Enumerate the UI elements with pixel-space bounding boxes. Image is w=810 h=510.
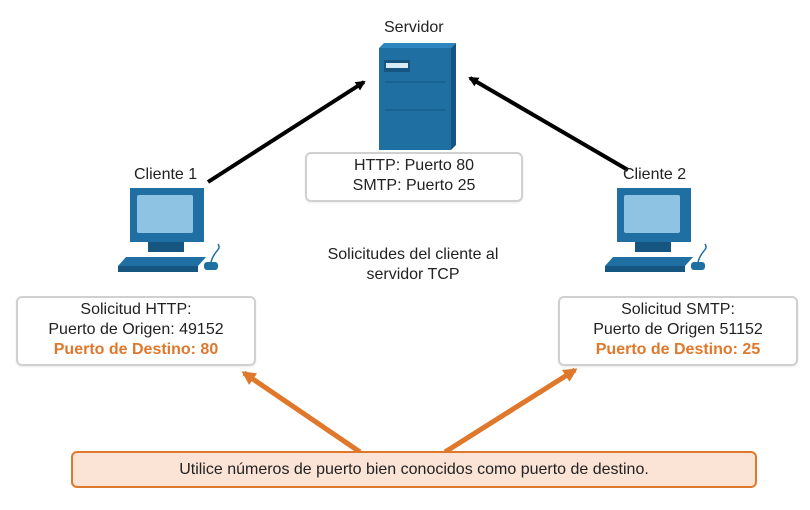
center-caption: Solicitudes del cliente al servidor TCP: [306, 245, 520, 285]
client2-to-server-arrow: [468, 76, 630, 172]
client1-source-port: Puerto de Origen: 49152: [48, 321, 224, 338]
client2-source-port: Puerto de Origen 51152: [593, 321, 763, 338]
center-caption-line1: Solicitudes del cliente al: [327, 246, 499, 263]
server-title: Servidor: [384, 19, 444, 36]
well-known-ports-note: Utilice números de puerto bien conocidos…: [71, 451, 757, 488]
client2-title: Cliente 2: [623, 166, 687, 183]
note-to-client1-arrow: [241, 370, 362, 455]
client1-dest-port: Puerto de Destino: 80: [53, 341, 219, 358]
client1-request-box: Solicitud HTTP: Puerto de Origen: 49152 …: [16, 296, 256, 366]
client1-request-title: Solicitud HTTP:: [80, 301, 192, 318]
client2-computer-icon: [605, 188, 707, 272]
center-caption-line2: servidor TCP: [366, 266, 460, 283]
client1-to-server-arrow: [206, 80, 366, 184]
server-ports-box: HTTP: Puerto 80 SMTP: Puerto 25: [305, 152, 523, 202]
client2-request-title: Solicitud SMTP:: [621, 301, 735, 318]
client2-dest-port: Puerto de Destino: 25: [595, 341, 761, 358]
server-http-port: HTTP: Puerto 80: [353, 157, 475, 174]
server-icon: [379, 43, 456, 150]
note-to-client2-arrow: [443, 367, 578, 455]
client1-title: Cliente 1: [134, 166, 198, 183]
client1-computer-icon: [118, 188, 220, 272]
client2-request-box: Solicitud SMTP: Puerto de Origen 51152 P…: [558, 296, 798, 366]
server-smtp-port: SMTP: Puerto 25: [352, 177, 476, 194]
